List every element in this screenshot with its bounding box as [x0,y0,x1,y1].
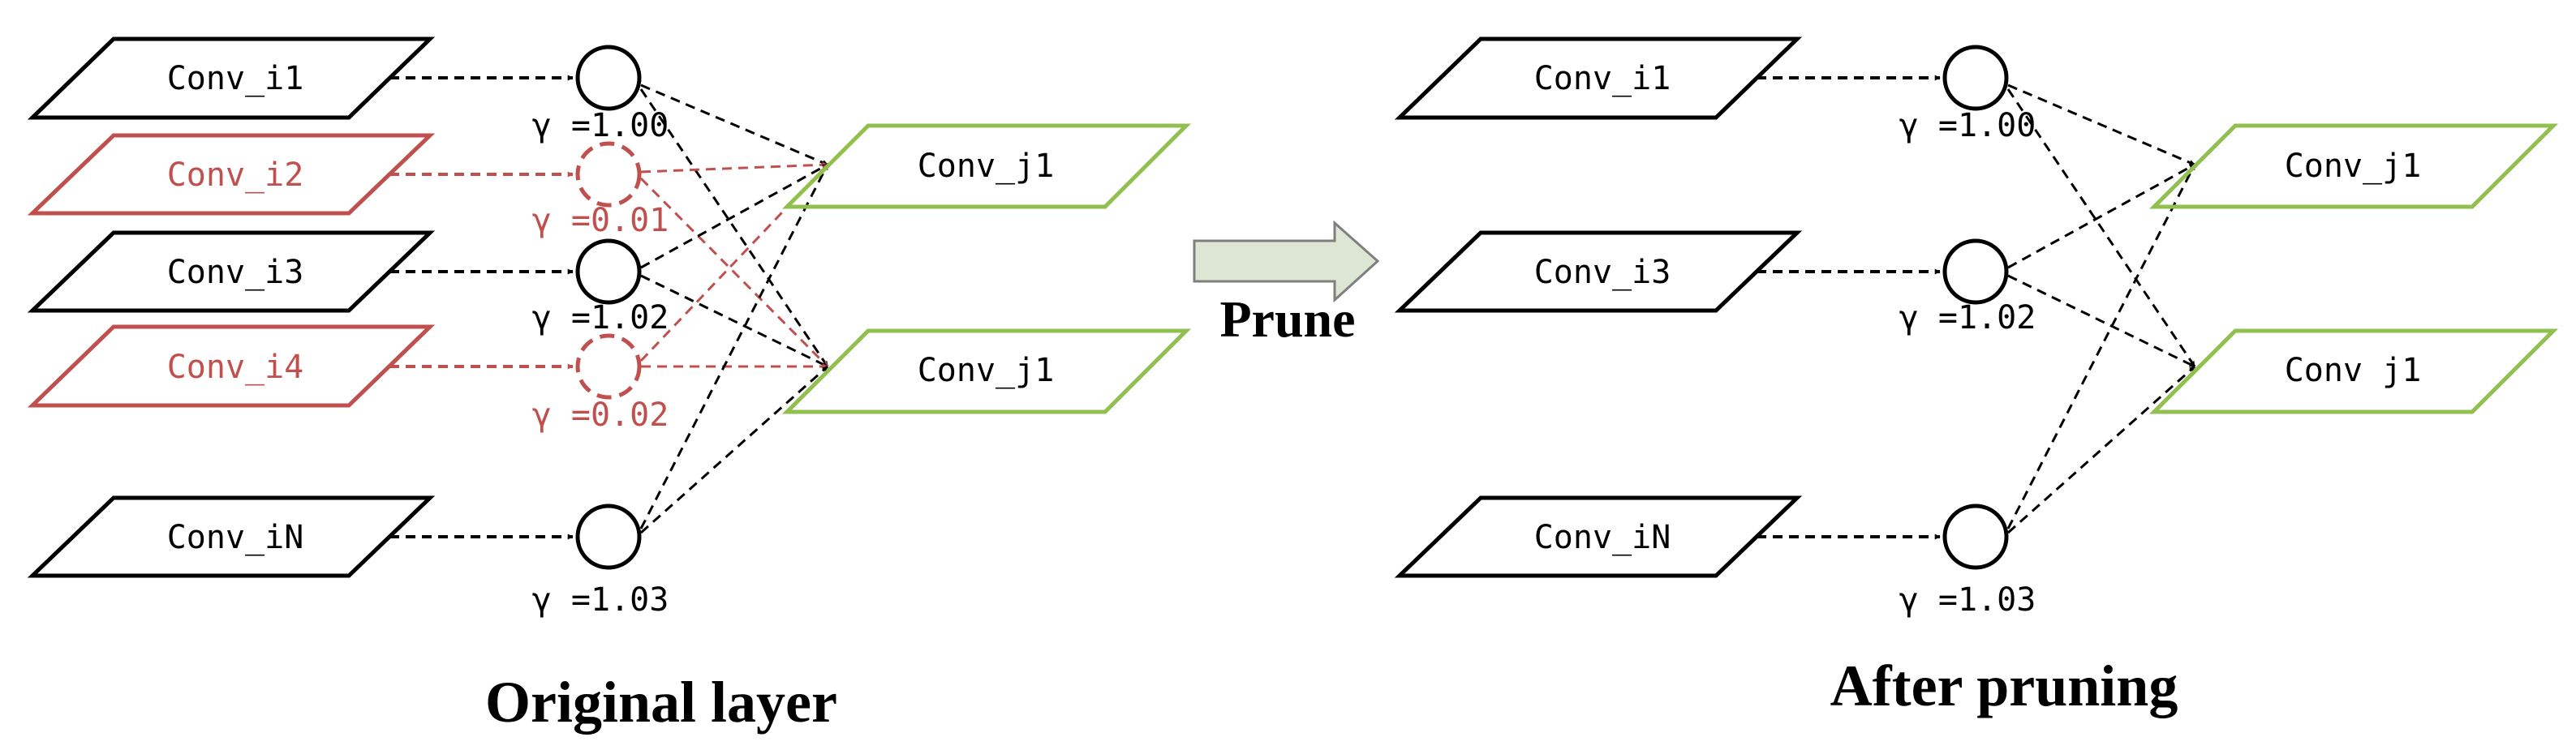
node-i4-pruned [575,333,642,400]
input-conv-i4-label: Conv_i4 [167,349,304,386]
node-i3 [575,238,642,305]
after-output-conv-j1-bottom-label: Conv j1 [2285,352,2422,389]
original-output-edges [639,84,829,534]
output-conv-j1-bottom: Conv_j1 [781,328,1192,414]
gamma-i4: γ =0.02 [532,396,669,434]
after-input-conv-i3-label: Conv_i3 [1534,254,1671,291]
node-i2-pruned [575,141,642,208]
edge-n2-j1b [639,177,829,368]
input-conv-i4: Conv_i4 [27,324,436,408]
after-edge-nN-j1a [2006,164,2196,529]
after-gamma-i3: γ =1.02 [1899,299,2036,336]
after-input-conv-i3: Conv_i3 [1394,230,1803,313]
gamma-i1: γ =1.00 [532,107,669,144]
prune-arrow-shape [1193,220,1380,303]
after-pruning: Conv_i1 Conv_i3 Conv_iN γ =1.00 γ =1.02 … [1394,36,2559,718]
gamma-i2: γ =0.01 [532,202,669,239]
output-conv-j1-top-label: Conv_j1 [918,148,1055,185]
after-input-conv-i1-label: Conv_i1 [1534,60,1671,97]
prune-arrow: Prune [1193,220,1380,348]
after-edge-n3-j1a [2007,163,2195,269]
input-conv-i3: Conv_i3 [27,230,436,313]
edge-n2-j1a [640,161,828,174]
after-node-i3 [1942,238,2009,305]
after-input-conv-iN-label: Conv_iN [1534,519,1671,556]
after-edge-n1-j1a [2007,84,2195,166]
original-layer-title: Original layer [485,670,837,735]
edge-n1-j1a [640,84,828,166]
gamma-iN: γ =1.03 [532,581,669,619]
original-input-edges [389,75,574,540]
gamma-i3: γ =1.02 [532,299,669,336]
after-output-conv-j1-top: Conv_j1 [2148,123,2559,209]
original-layer: Conv_i1 Conv_i2 Conv_i3 Conv_i4 Conv_iN … [27,36,1192,735]
output-conv-j1-bottom-label: Conv_j1 [918,352,1055,389]
edge-n3-j1b [640,274,828,368]
edge-n3-j1a [640,163,828,269]
after-output-edges [2006,84,2196,534]
input-conv-i2: Conv_i2 [27,133,436,216]
after-input-edges [1757,75,1941,540]
output-conv-j1-top: Conv_j1 [781,123,1192,209]
input-conv-i1: Conv_i1 [27,36,436,120]
input-conv-i3-label: Conv_i3 [167,254,304,291]
after-edge-nN-j1b [2007,365,2195,534]
node-i1 [575,45,642,111]
node-iN [575,504,642,570]
input-conv-iN: Conv_iN [27,495,436,578]
edge-nN-j1a [639,164,829,529]
edge-n1-j1b [639,88,829,367]
edge-nN-j1b [640,365,828,534]
after-output-conv-j1-top-label: Conv_j1 [2285,148,2422,185]
after-node-iN [1942,504,2009,570]
after-gamma-i1: γ =1.00 [1899,107,2036,144]
input-conv-i1-label: Conv_i1 [167,60,304,97]
after-edge-n3-j1b [2007,274,2195,368]
edge-n4-j1a [639,163,829,362]
after-pruning-title: After pruning [1830,654,2178,718]
after-gamma-iN: γ =1.03 [1899,581,2036,619]
input-conv-i2-label: Conv_i2 [167,156,304,194]
input-conv-iN-label: Conv_iN [167,519,304,556]
after-input-conv-i1: Conv_i1 [1394,36,1803,120]
after-edge-n1-j1b [2006,88,2196,367]
after-output-conv-j1-bottom: Conv j1 [2148,328,2559,414]
after-input-conv-iN: Conv_iN [1394,495,1803,578]
prune-label: Prune [1219,290,1355,348]
after-node-i1 [1942,45,2009,111]
